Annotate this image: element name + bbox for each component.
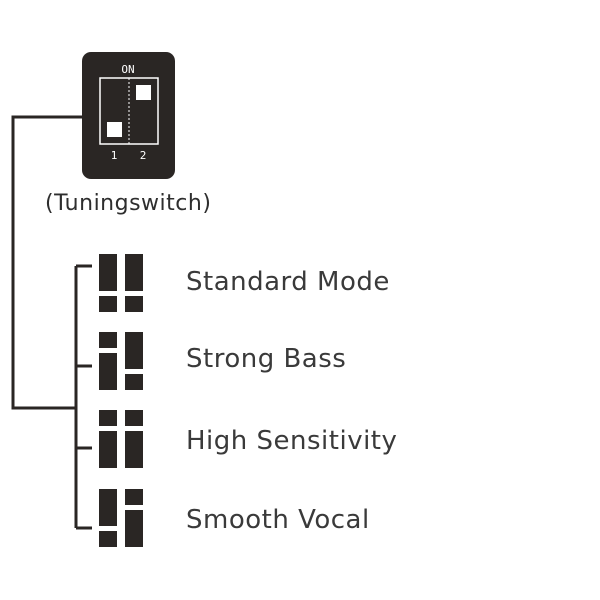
mode-label-strong-bass: Strong Bass [186,344,346,374]
switch-segment-upper [125,254,143,291]
switch-segment-upper [125,410,143,426]
mode-switch-icons [99,254,143,547]
switch-segment-upper [125,332,143,369]
switch-segment-upper [99,489,117,526]
switch-segment-lower [125,431,143,468]
switch-segment-lower [125,374,143,390]
mode-label-smooth-vocal: Smooth Vocal [186,505,370,535]
switch-segment-lower [99,296,117,312]
connector-lines [11,115,92,530]
switch-segment-upper [99,410,117,426]
switch-segment-lower [99,431,117,468]
switch-segment-lower [99,531,117,547]
dip-switch-pin-1-label: 1 [111,149,118,162]
switch-segment-lower [99,353,117,390]
dip-switch-slider-1 [107,122,122,137]
mode-label-standard: Standard Mode [186,267,390,297]
dip-switch-slider-2 [136,85,151,100]
dip-switch-pin-2-label: 2 [140,149,147,162]
tuning-switch-caption: (Tuningswitch) [45,191,211,216]
switch-segment-upper [99,332,117,348]
switch-segment-upper [125,489,143,505]
dip-switch-device: ON 1 2 [82,52,175,179]
switch-segment-lower [125,296,143,312]
mode-switch-icon [99,489,143,547]
mode-switch-icon [99,410,143,468]
mode-label-high-sensitivity: High Sensitivity [186,426,397,456]
mode-switch-icon [99,254,143,312]
switch-segment-lower [125,510,143,547]
dip-switch-on-label: ON [121,63,134,76]
mode-switch-icon [99,332,143,390]
switch-segment-upper [99,254,117,291]
main-connector-line [11,115,82,410]
